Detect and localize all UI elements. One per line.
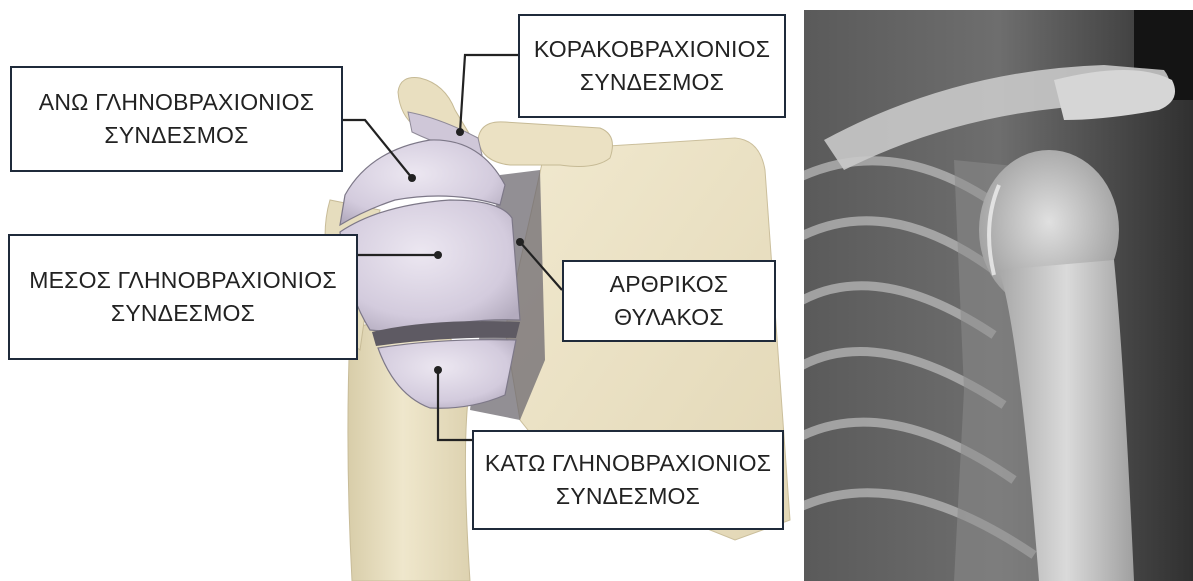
leader-line-coracohumeral [460,55,518,132]
middle-glenohumeral-ligament-band [340,200,520,331]
leader-dot-middle [434,251,442,259]
label-inferior-line1: ΚΑΤΩ ΓΛΗΝΟΒΡΑΧΙΟΝΙΟΣ [485,447,771,480]
label-capsule-line2: ΘΥΛΑΚΟΣ [614,301,724,334]
label-coracohumeral-ligament: ΚΟΡΑΚΟΒΡΑΧΙΟΝΙΟΣ ΣΥΝΔΕΣΜΟΣ [518,14,786,118]
shoulder-anatomy-illustration: ΚΟΡΑΚΟΒΡΑΧΙΟΝΙΟΣ ΣΥΝΔΕΣΜΟΣ ΑΝΩ ΓΛΗΝΟΒΡΑΧ… [0,0,800,581]
leader-dot-inferior [434,366,442,374]
label-joint-capsule: ΑΡΘΡΙΚΟΣ ΘΥΛΑΚΟΣ [562,260,776,342]
shoulder-xray-image [804,10,1193,581]
leader-dot-capsule [516,238,524,246]
label-inferior-glenohumeral-ligament: ΚΑΤΩ ΓΛΗΝΟΒΡΑΧΙΟΝΙΟΣ ΣΥΝΔΕΣΜΟΣ [472,430,784,530]
label-middle-glenohumeral-ligament: ΜΕΣΟΣ ΓΛΗΝΟΒΡΑΧΙΟΝΙΟΣ ΣΥΝΔΕΣΜΟΣ [8,234,358,360]
label-coracohumeral-line2: ΣΥΝΔΕΣΜΟΣ [580,66,724,99]
label-coracohumeral-line1: ΚΟΡΑΚΟΒΡΑΧΙΟΝΙΟΣ [534,33,770,66]
label-superior-line2: ΣΥΝΔΕΣΜΟΣ [104,119,248,152]
leader-dot-superior [408,174,416,182]
xray-svg [804,10,1193,581]
label-capsule-line1: ΑΡΘΡΙΚΟΣ [610,268,729,301]
coracoid-process [478,122,612,167]
label-middle-line2: ΣΥΝΔΕΣΜΟΣ [111,297,255,330]
leader-dot-coracohumeral [456,128,464,136]
label-superior-glenohumeral-ligament: ΑΝΩ ΓΛΗΝΟΒΡΑΧΙΟΝΙΟΣ ΣΥΝΔΕΣΜΟΣ [10,66,343,172]
label-inferior-line2: ΣΥΝΔΕΣΜΟΣ [556,480,700,513]
label-superior-line1: ΑΝΩ ΓΛΗΝΟΒΡΑΧΙΟΝΙΟΣ [39,86,314,119]
label-middle-line1: ΜΕΣΟΣ ΓΛΗΝΟΒΡΑΧΙΟΝΙΟΣ [29,264,337,297]
